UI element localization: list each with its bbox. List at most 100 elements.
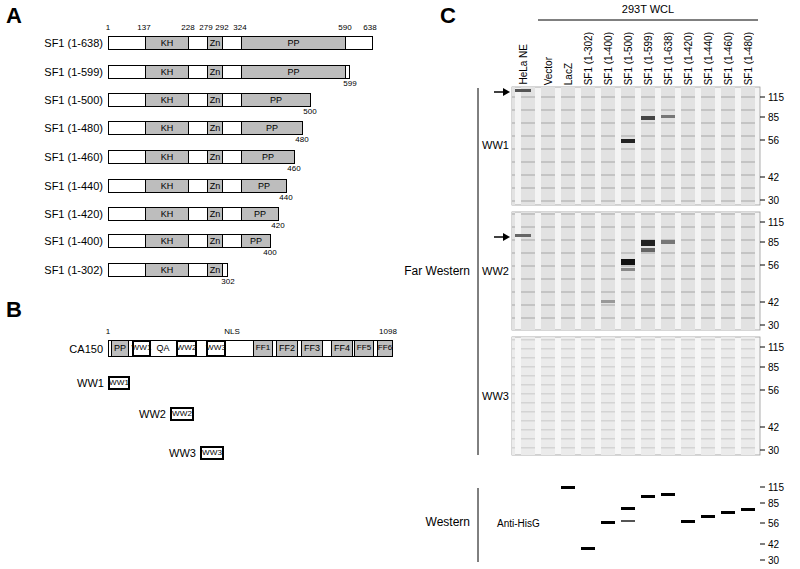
domain-box: PP (241, 234, 271, 248)
domain-label: KH (161, 68, 174, 77)
lane-label: SF1 (1-500) (623, 32, 634, 85)
construct-bar: SF1 (1-440)KHZnPP (108, 179, 286, 193)
residue-number: 137 (137, 24, 150, 33)
domain-label: WW2 (177, 344, 197, 352)
marker-label: 56 (768, 385, 779, 396)
domain-label: Zn (210, 210, 221, 219)
method-label: Far Western (404, 265, 470, 278)
domain-box: Zn (207, 93, 223, 107)
domain-label: WW1 (132, 344, 152, 352)
residue-number: 302 (221, 278, 234, 287)
panel-label: WW1 (482, 139, 509, 151)
domain-label: WW3 (206, 344, 226, 352)
residue-number: 1 (106, 328, 110, 337)
domain-label: Zn (210, 124, 221, 133)
residue-number: 324 (233, 24, 246, 33)
domain-box: Zn (207, 234, 223, 248)
marker-label: 56 (768, 518, 779, 529)
panel-letter: A (6, 4, 22, 28)
construct-bar: SF1 (1-500)KHZnPP (108, 93, 310, 107)
domain-label: PP (266, 124, 278, 133)
domain-box: KH (145, 36, 189, 50)
domain-box: PP (241, 65, 346, 79)
domain-label: Zn (210, 237, 221, 246)
domain-box: FF6 (377, 340, 393, 357)
construct-label: WW1 (77, 378, 104, 389)
lane-label: SF1 (1-400) (603, 32, 614, 85)
domain-label: KH (161, 210, 174, 219)
residue-number: 420 (271, 222, 284, 231)
residue-number: 228 (181, 24, 194, 33)
marker-label: Anti-HisG (497, 518, 540, 529)
panel-label: 293T WCL (622, 3, 674, 15)
domain-label: Zn (210, 39, 221, 48)
panel-letter: B (6, 298, 22, 322)
panel-label: WW2 (482, 265, 509, 277)
domain-box: Zn (207, 121, 223, 135)
construct-label: WW2 (139, 409, 166, 420)
marker-label: 42 (768, 297, 779, 308)
domain-box: FF4 (331, 340, 353, 357)
lane-label: SF1 (1-460) (723, 32, 734, 85)
domain-box: KH (145, 150, 189, 164)
marker-label: 42 (768, 539, 779, 550)
lane-label: HeLa NE (518, 44, 529, 85)
domain-label: KH (161, 39, 174, 48)
marker-label: 42 (768, 422, 779, 433)
marker-label: 115 (768, 217, 784, 228)
domain-label: KH (161, 182, 174, 191)
domain-label: PP (287, 39, 299, 48)
domain-box: WW3WW3 (200, 446, 224, 460)
construct-bar: SF1 (1-599)KHZnPP (108, 65, 350, 79)
marker-label: 30 (768, 320, 779, 331)
construct-bar: SF1 (1-460)KHZnPP (108, 150, 294, 164)
domain-label: Zn (210, 96, 221, 105)
construct-label: SF1 (1-440) (44, 181, 103, 192)
domain-label: Zn (210, 182, 221, 191)
residue-number: NLS (224, 328, 240, 337)
domain-label: FF3 (304, 344, 320, 353)
residue-number: 500 (303, 108, 316, 117)
domain-box: PP (111, 340, 129, 357)
domain-label: PP (270, 96, 282, 105)
marker-label: 30 (768, 445, 779, 456)
domain-label: PP (262, 153, 274, 162)
domain-box: KH (145, 121, 189, 135)
construct-label: SF1 (1-480) (44, 123, 103, 134)
marker-label: 30 (768, 555, 779, 566)
marker-label: 85 (768, 362, 779, 373)
lane-label: LacZ (563, 63, 574, 85)
domain-label: FF6 (378, 344, 392, 352)
domain-box: PP (241, 93, 311, 107)
residue-number: 590 (338, 24, 351, 33)
domain-box: PP (241, 150, 295, 164)
construct-label: SF1 (1-599) (44, 67, 103, 78)
lane-label: SF1 (1-440) (703, 32, 714, 85)
marker-label: 30 (768, 195, 779, 206)
marker-label: 42 (768, 172, 779, 183)
domain-box: FF5 (354, 340, 374, 357)
domain-box: Zn (207, 263, 223, 277)
marker-label: 56 (768, 260, 779, 271)
domain-label: FF1 (256, 344, 270, 352)
domain-box: Zn (207, 179, 223, 193)
domain-label: KH (161, 237, 174, 246)
construct-label: SF1 (1-500) (44, 95, 103, 106)
domain-label: KH (161, 124, 174, 133)
domain-box: WW3 (206, 340, 226, 357)
domain-box: KH (145, 179, 189, 193)
residue-number: 599 (343, 80, 356, 89)
domain-box: PP (241, 179, 287, 193)
domain-label: Zn (210, 68, 221, 77)
domain-box: WW1WW1 (108, 376, 130, 390)
lane-label: SF1 (1-599) (643, 32, 654, 85)
lane-label: Vector (543, 57, 554, 85)
domain-label: KH (161, 96, 174, 105)
residue-number: 292 (215, 24, 228, 33)
residue-number: 440 (279, 194, 292, 203)
marker-label: 85 (768, 112, 779, 123)
construct-label: SF1 (1-302) (44, 265, 103, 276)
domain-box: Zn (207, 36, 223, 50)
construct-label: SF1 (1-460) (44, 152, 103, 163)
domain-box: WW2WW2 (170, 407, 194, 421)
